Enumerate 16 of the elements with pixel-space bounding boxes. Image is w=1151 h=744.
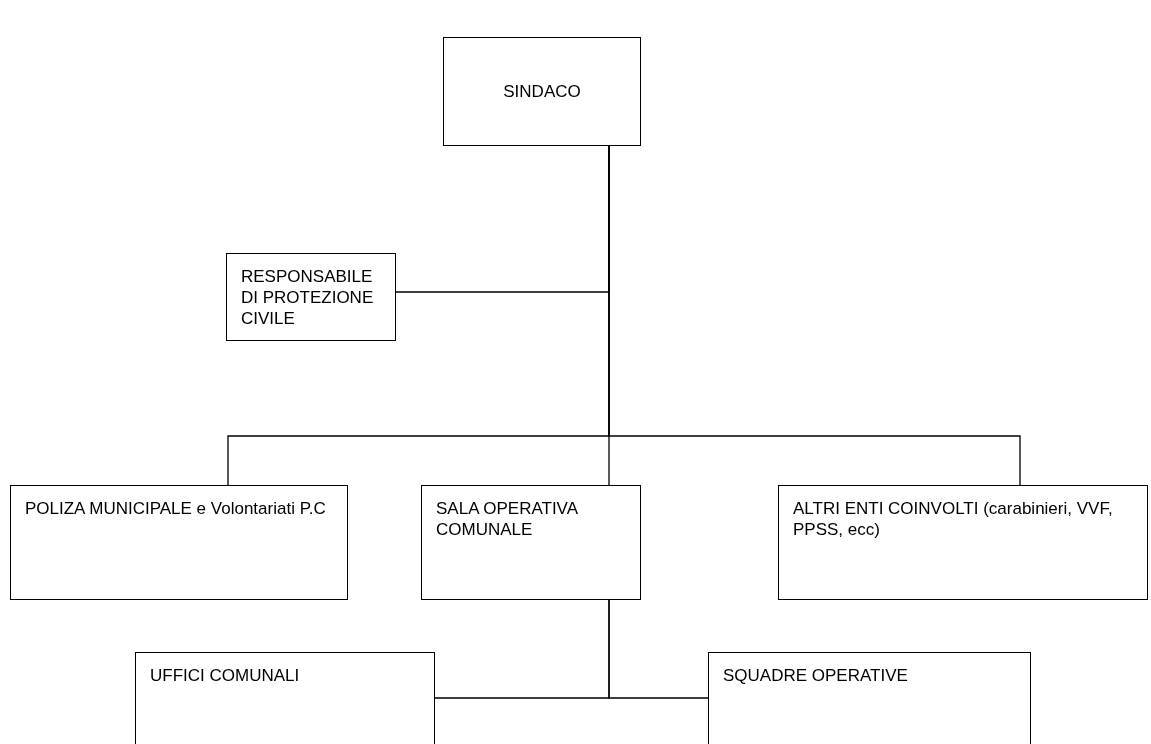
box-label: SQUADRE OPERATIVE (723, 665, 908, 686)
box-label: UFFICI COMUNALI (150, 665, 300, 686)
box-label: SALA OPERATIVA COMUNALE (436, 498, 579, 540)
org-box (443, 37, 641, 146)
org-box (10, 485, 348, 600)
org-box (135, 652, 435, 744)
box-label: SINDACO (503, 81, 581, 102)
connector-line (608, 145, 1021, 486)
connector-line (608, 599, 709, 699)
org-box (226, 253, 396, 341)
box-label: ALTRI ENTI COINVOLTI (carabinieri, VVF, PPSS, ecc) (793, 498, 1114, 540)
box-label: POLIZA MUNICIPALE e Volontariati P.C (25, 498, 326, 519)
org-box (708, 652, 1031, 744)
box-label: RESPONSABILE DI PROTEZIONE CIVILE (241, 266, 375, 329)
org-box (778, 485, 1148, 600)
org-box (421, 485, 641, 600)
